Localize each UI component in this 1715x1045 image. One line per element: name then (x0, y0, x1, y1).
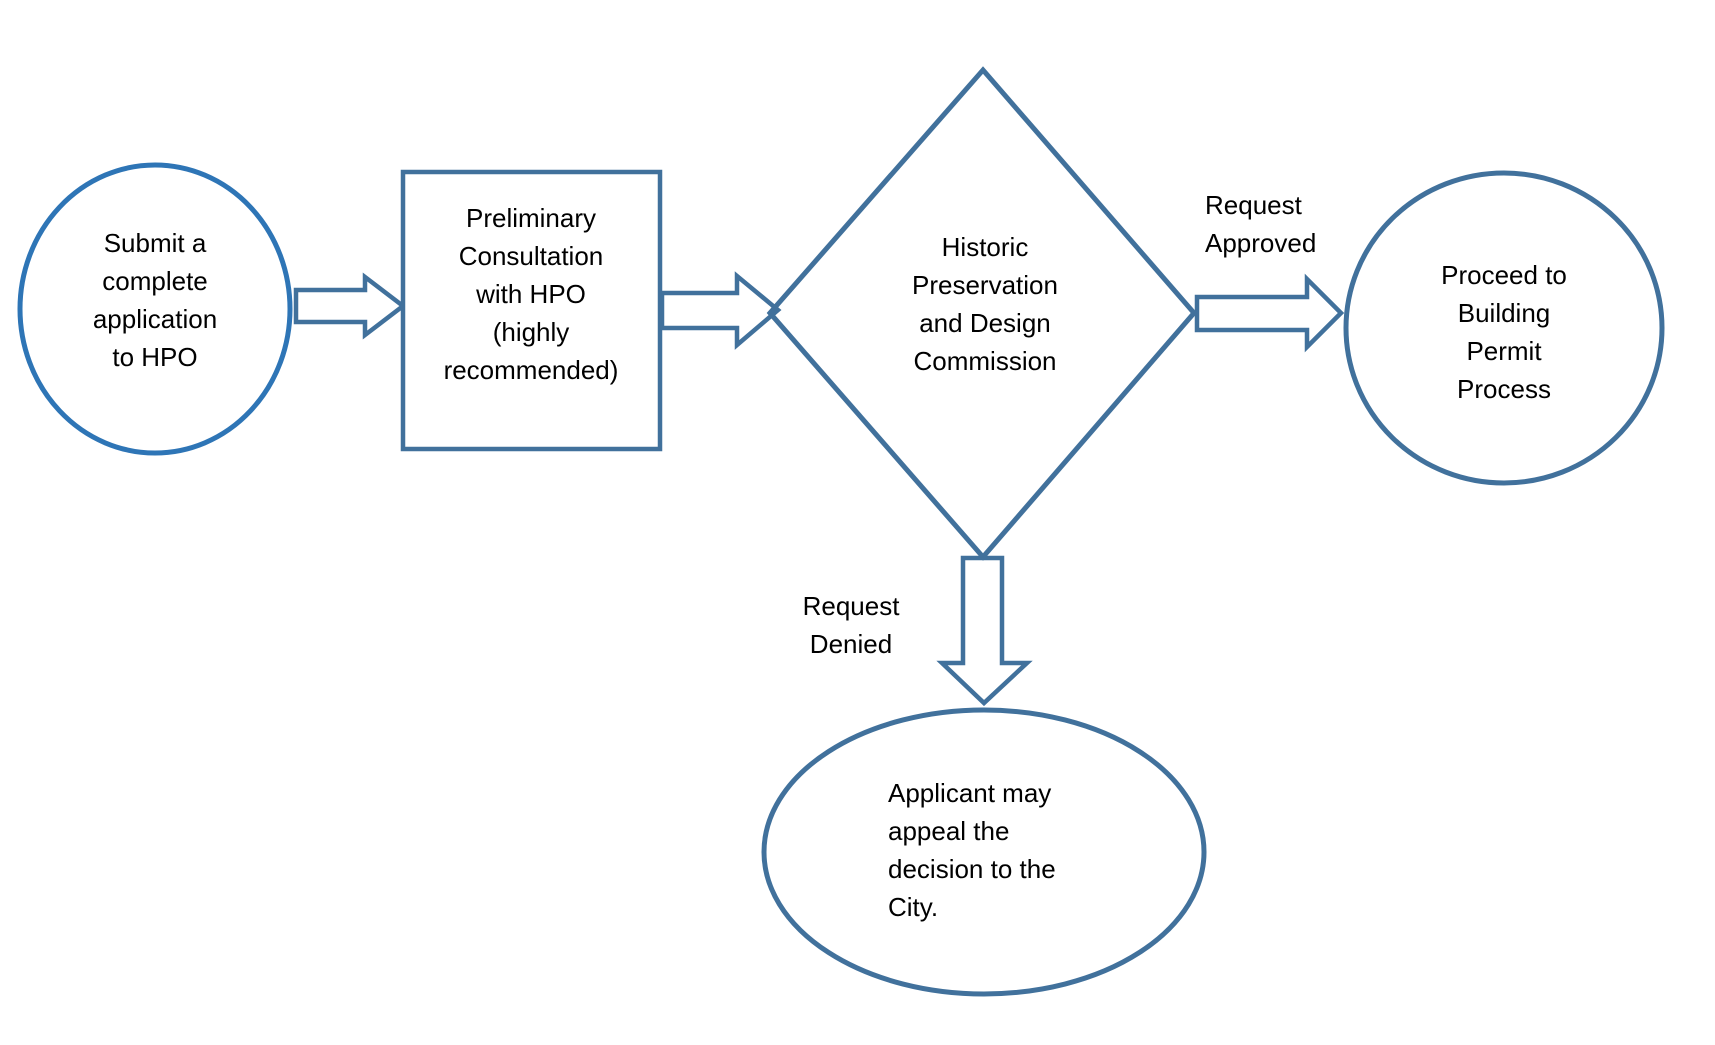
consultation-rectangle-shape (400, 169, 663, 452)
arrow-consult-to-commission (659, 271, 782, 350)
arrow-commission-to-appeal (936, 555, 1033, 707)
submit-circle-shape (17, 162, 293, 456)
arrow-commission-to-permit (1194, 273, 1345, 353)
node-permit-label: Proceed to Building Permit Process (1441, 260, 1567, 404)
appeal-ellipse-shape (761, 707, 1207, 997)
edge-label-request-denied: Request Denied (802, 591, 900, 659)
permit-circle-shape (1343, 170, 1665, 486)
node-commission-label: Historic Preservation and Design Commiss… (912, 232, 1058, 376)
commission-diamond-shape (766, 66, 1198, 561)
node-consultation-label: Preliminary Consultation with HPO (highl… (443, 203, 619, 385)
node-appeal-label: Applicant may appeal the decision to the… (888, 778, 1056, 922)
arrow-submit-to-consult (293, 272, 407, 340)
edge-label-request-approved: Request Approved (1205, 190, 1317, 258)
node-submit-label: Submit a complete application to HPO (92, 228, 218, 372)
